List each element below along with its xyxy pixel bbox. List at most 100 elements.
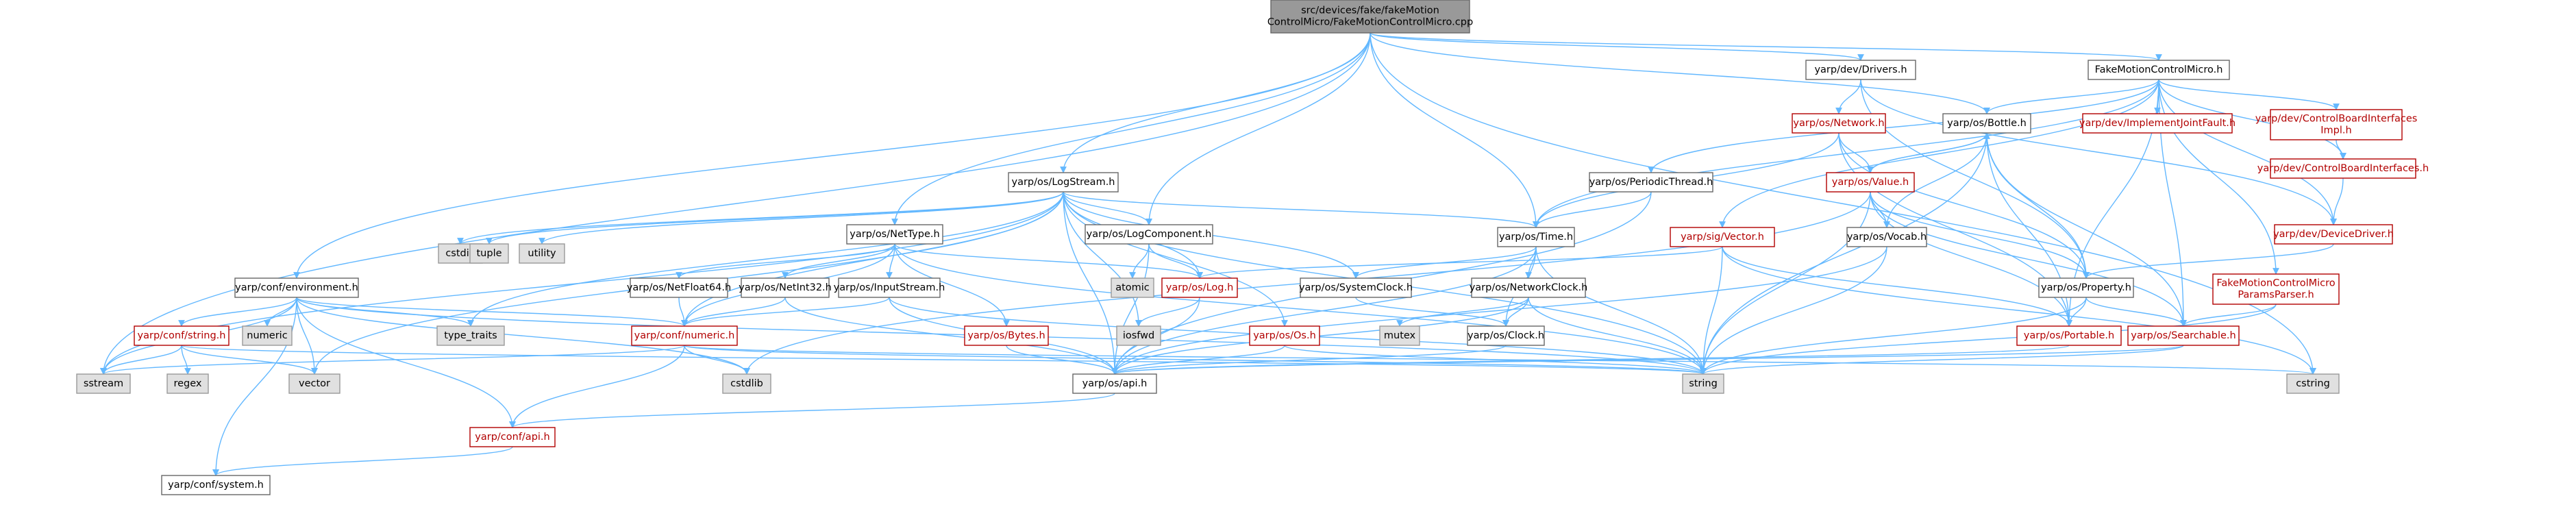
node-label: yarp/os/Searchable.h (2131, 330, 2236, 341)
node-yarp-conf-string-h[interactable]: yarp/conf/string.h (134, 325, 230, 346)
node-yarp-dev-implementjointfault-h[interactable]: yarp/dev/ImplementJointFault.h (2079, 113, 2236, 134)
edge-fmcm-to-cbiImpl (2158, 79, 2340, 110)
node-box (436, 325, 505, 346)
node-box (1111, 277, 1154, 298)
node-label: mutex (1384, 330, 1416, 341)
node-string: string (1682, 373, 1724, 394)
node-yarp-os-networkclock-h[interactable]: yarp/os/NetworkClock.h (1470, 277, 1588, 298)
node-src-devices-fake-fakemotion-controlmicro-fakemotioncontrolmicro-cpp[interactable]: src/devices/fake/fakeMotionControlMicro/… (1267, 0, 1473, 34)
node-box (469, 243, 509, 264)
node-yarp-os-bottle-h[interactable]: yarp/os/Bottle.h (1942, 113, 2031, 134)
edge-value-to-property (1870, 191, 2090, 279)
node-yarp-conf-api-h[interactable]: yarp/conf/api.h (469, 427, 556, 447)
node-yarp-os-systemclock-h[interactable]: yarp/os/SystemClock.h (1299, 277, 1413, 298)
node-label: yarp/os/LogComponent.h (1087, 229, 1212, 240)
node-label: cstdlib (730, 378, 763, 389)
edge-logstream-to-osos (1063, 191, 1288, 327)
node-box (846, 224, 943, 245)
edge-cbi-to-devdriver (2330, 177, 2344, 225)
node-label: yarp/os/InputStream.h (834, 282, 945, 293)
node-yarp-os-bytes-h[interactable]: yarp/os/Bytes.h (964, 325, 1049, 346)
edge-netint-to-osapi (784, 297, 1118, 375)
edge-drivers-to-network (1835, 79, 1861, 114)
node-yarp-sig-vector-h[interactable]: yarp/sig/Vector.h (1670, 227, 1775, 247)
edge-environment-to-confstring (178, 297, 297, 327)
node-yarp-os-nettype-h[interactable]: yarp/os/NetType.h (846, 224, 943, 245)
node-yarp-os-vocab-h[interactable]: yarp/os/Vocab.h (1846, 227, 1927, 247)
node-cstdlib: cstdlib (722, 373, 771, 394)
edge-confnumeric-to-confapi (509, 345, 685, 428)
node-yarp-os-portable-h[interactable]: yarp/os/Portable.h (2016, 325, 2122, 346)
node-label: yarp/os/Property.h (2041, 282, 2131, 293)
node-yarp-os-clock-h[interactable]: yarp/os/Clock.h (1467, 325, 1545, 346)
node-box (2088, 60, 2230, 80)
edge-confapi-to-confsystem (212, 446, 513, 476)
node-box (1497, 227, 1575, 247)
node-label: yarp/os/Portable.h (2024, 330, 2114, 341)
edge-confnumeric-to-sstream (100, 345, 685, 375)
node-yarp-dev-devicedriver-h[interactable]: yarp/dev/DeviceDriver.h (2273, 224, 2394, 245)
edge-osapi-to-confapi (509, 393, 1115, 428)
node-label: cstring (2296, 378, 2330, 389)
edge-time-to-string (1535, 246, 1707, 375)
node-label: numeric (247, 330, 287, 341)
node-yarp-os-value-h[interactable]: yarp/os/Value.h (1826, 172, 1915, 193)
node-yarp-dev-controlboardinterfaces-h[interactable]: yarp/dev/ControlBoardInterfaces.h (2257, 158, 2429, 179)
node-yarp-os-log-h[interactable]: yarp/os/Log.h (1161, 277, 1238, 298)
node-yarp-os-searchable-h[interactable]: yarp/os/Searchable.h (2127, 325, 2240, 346)
node-label: yarp/os/NetworkClock.h (1470, 282, 1588, 293)
node-fakemotioncontrolmicro-h[interactable]: FakeMotionControlMicro.h (2088, 60, 2230, 80)
edge-bottle-to-string (1700, 132, 1987, 375)
node-yarp-conf-environment-h[interactable]: yarp/conf/environment.h (234, 277, 359, 298)
node-type-traits: type_traits (436, 325, 505, 346)
node-box (134, 325, 230, 346)
edge-root-to-fmcm (1370, 32, 2162, 61)
edge-sysclock-to-clock (1355, 297, 1509, 327)
node-yarp-conf-numeric-h[interactable]: yarp/conf/numeric.h (631, 325, 738, 346)
node-label: utility (528, 248, 556, 259)
node-yarp-dev-drivers-h[interactable]: yarp/dev/Drivers.h (1805, 60, 1916, 80)
node-yarp-os-netint32-h[interactable]: yarp/os/NetInt32.h (739, 277, 832, 298)
edge-fmcm-to-devdriver (2158, 79, 2337, 225)
node-label: yarp/conf/system.h (168, 480, 264, 491)
node-numeric: numeric (242, 325, 293, 346)
edge-log-to-iosfwd (1135, 297, 1200, 327)
node-box (1008, 172, 1119, 193)
node-yarp-os-logstream-h[interactable]: yarp/os/LogStream.h (1008, 172, 1119, 193)
node-yarp-conf-system-h[interactable]: yarp/conf/system.h (161, 475, 271, 495)
node-yarp-os-os-h[interactable]: yarp/os/Os.h (1249, 325, 1320, 346)
node-label: ControlMicro/FakeMotionControlMicro.cpp (1267, 17, 1473, 28)
node-yarp-os-network-h[interactable]: yarp/os/Network.h (1792, 113, 1886, 134)
node-label: yarp/os/Clock.h (1467, 330, 1544, 341)
node-label: yarp/os/Value.h (1832, 177, 1909, 188)
node-yarp-os-periodicthread-h[interactable]: yarp/os/PeriodicThread.h (1589, 172, 1713, 193)
node-label: yarp/os/Bottle.h (1947, 118, 2027, 129)
node-box (1249, 325, 1320, 346)
edge-netfloat-to-confnumeric (678, 297, 688, 327)
edge-netint-to-confnumeric (681, 297, 786, 327)
edge-fmcm-to-cbi (2158, 79, 2346, 160)
node-tuple: tuple (469, 243, 509, 264)
node-box (1085, 224, 1213, 245)
node-label: yarp/os/Network.h (1793, 118, 1884, 129)
node-yarp-os-logcomponent-h[interactable]: yarp/os/LogComponent.h (1085, 224, 1213, 245)
node-yarp-os-netfloat64-h[interactable]: yarp/os/NetFloat64.h (627, 277, 731, 298)
edge-netclock-to-osapi (1111, 297, 1529, 375)
node-yarp-os-inputstream-h[interactable]: yarp/os/InputStream.h (834, 277, 945, 298)
node-label: yarp/dev/ControlBoardInterfaces (2255, 114, 2418, 125)
node-box (838, 277, 941, 298)
edge-nettype-to-bytes (894, 243, 1010, 327)
edge-fmcm-to-bottle (1983, 79, 2159, 114)
node-label: tuple (476, 248, 501, 259)
node-yarp-os-property-h[interactable]: yarp/os/Property.h (2038, 277, 2134, 298)
node-label: FakeMotionControlMicro.h (2095, 64, 2223, 75)
node-yarp-os-time-h[interactable]: yarp/os/Time.h (1497, 227, 1575, 247)
node-box (166, 373, 209, 394)
edge-bottle-to-property (1986, 132, 2090, 279)
edge-value-to-bottle (1870, 132, 1990, 173)
node-yarp-os-api-h[interactable]: yarp/os/api.h (1072, 373, 1157, 394)
node-box (1270, 0, 1470, 34)
edge-network-to-property (1838, 132, 2090, 279)
